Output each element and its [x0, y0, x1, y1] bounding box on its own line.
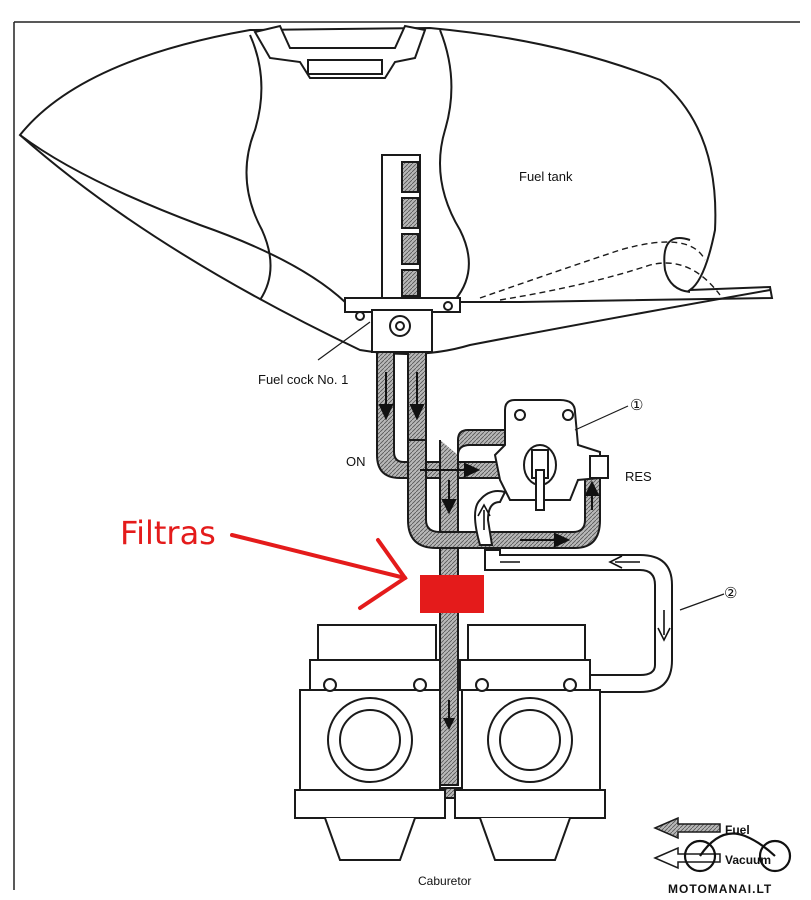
filter-annotation-label: Filtras — [120, 514, 216, 552]
on-label: ON — [346, 454, 366, 469]
carburetors — [294, 624, 606, 861]
legend: Fuel Vacuum — [653, 816, 771, 870]
standpipe — [381, 154, 421, 301]
res-label: RES — [625, 469, 652, 484]
motomanai-logo — [683, 832, 792, 873]
fuel-cock-label: Fuel cock No. 1 — [258, 372, 348, 387]
annotation-arrow — [230, 533, 408, 610]
callout-2-label: ② — [724, 585, 737, 602]
carburetor-label: Caburetor — [418, 874, 471, 888]
vacuum-flow-arrows — [477, 503, 671, 642]
logo-wheel-icon — [683, 839, 717, 873]
main-pipe-arrow-head — [443, 718, 455, 730]
logo-frame-icon — [699, 832, 776, 857]
fuel-tank-label: Fuel tank — [519, 169, 573, 184]
logo-wheel-icon — [758, 839, 792, 873]
main-fuel-pipe — [439, 599, 459, 786]
watermark-text: MOTOMANAI.LT — [668, 882, 772, 896]
fuel-cock-1 — [344, 297, 461, 353]
fuel-filter — [420, 575, 484, 613]
fuel-cock-2 — [493, 399, 609, 511]
legend-fuel-arrow-icon — [653, 816, 721, 840]
callout-1-label: ① — [630, 397, 643, 414]
callout-leaders — [317, 321, 725, 611]
legend-vacuum-arrow-icon — [653, 846, 721, 870]
